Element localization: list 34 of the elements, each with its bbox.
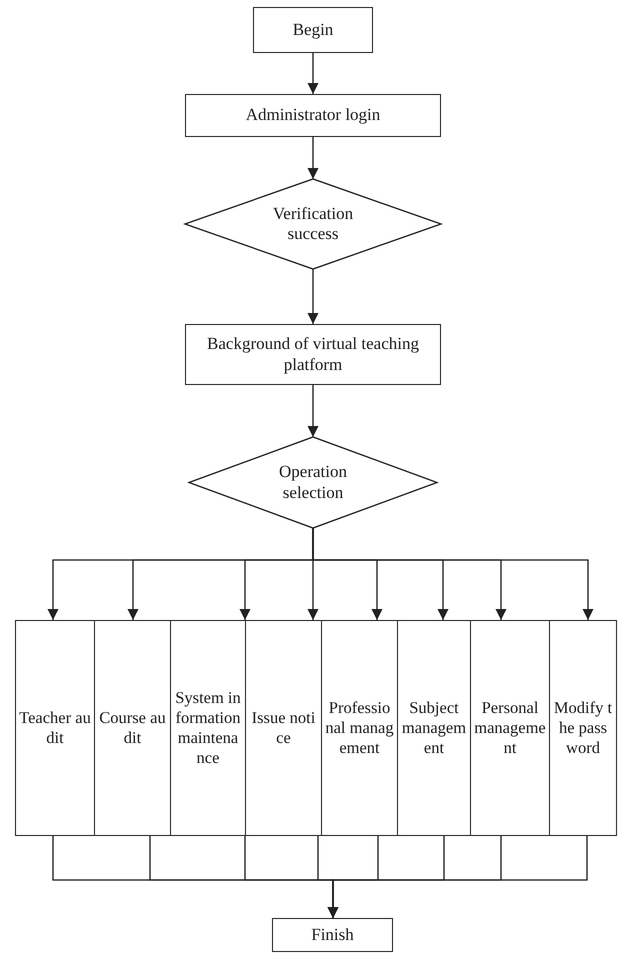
node-label: Modify the password [552,698,614,758]
process-box [321,620,398,836]
node-label: Professional management [324,698,395,758]
node-label: Background of virtual teaching platform [206,334,420,375]
node-label: Finish [311,924,354,946]
process-box [272,918,393,952]
arrow [308,137,318,179]
node-label: Administrator login [246,105,380,126]
node-label: Teacher audit [18,708,92,748]
process-box [94,620,171,836]
arrow [312,528,594,620]
node-label: Subject management [400,698,468,758]
decision-diamond [185,179,441,269]
arrow [328,836,588,918]
node-label: Verification success [272,204,354,244]
node-label: Begin [292,20,334,40]
node-label: System information maintenance [174,688,242,768]
arrow [308,53,318,94]
node-label: Personal management [473,698,547,758]
process-box [15,620,95,836]
arrow [308,269,318,324]
process-box [470,620,550,836]
process-box [185,324,441,385]
process-box [397,620,471,836]
arrow [308,385,318,437]
node-label: Issue notice [250,708,316,748]
decision-diamond [189,437,437,528]
process-box [549,620,617,836]
process-box [185,94,441,137]
process-box [253,7,373,53]
node-label: Operation selection [278,462,348,503]
process-box [245,620,322,836]
node-label: Course audit [98,708,167,748]
process-box [170,620,246,836]
